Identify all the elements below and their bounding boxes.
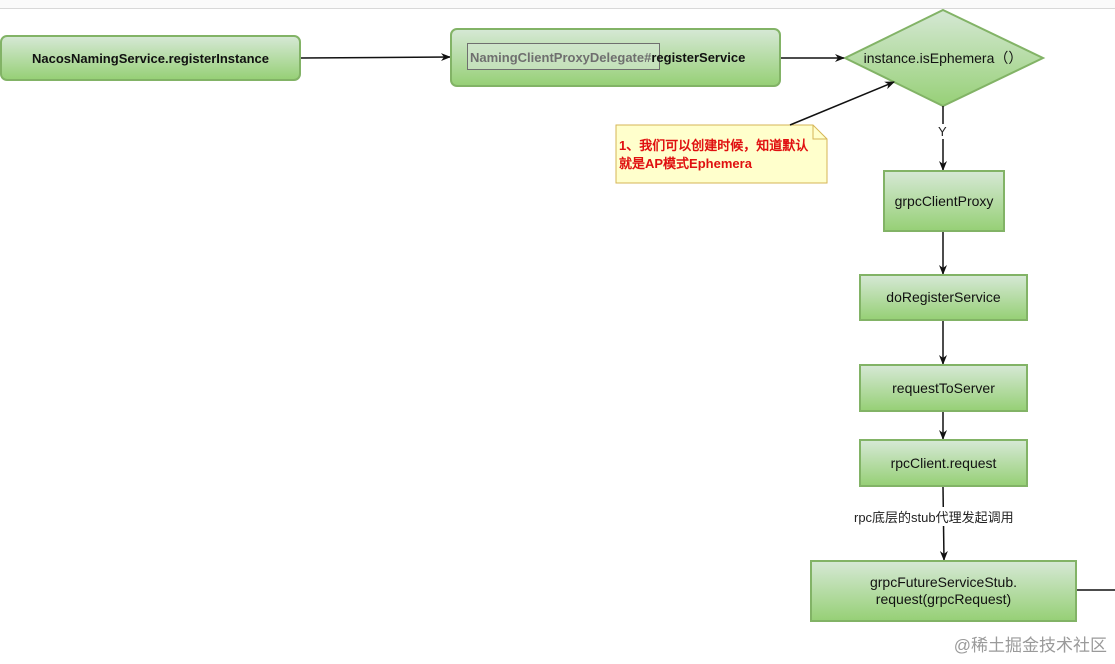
node-do-register-service: doRegisterService: [859, 274, 1028, 321]
note-text: 1、我们可以创建时候，知道默认 就是AP模式Ephemera: [619, 137, 829, 173]
edge-label-rpc-stub-call: rpc底层的stub代理发起调用: [854, 507, 1014, 526]
node-register-instance-label: NacosNamingService.registerInstance: [32, 50, 269, 66]
edge-label-yes: Y: [938, 124, 947, 139]
delegate-class-highlight: [467, 43, 660, 70]
note-shape: [615, 124, 828, 184]
node-request-to-server: requestToServer: [859, 364, 1028, 412]
note-fold: [812, 125, 827, 140]
delegate-class-name: NamingClientProxyDelegate#: [470, 50, 652, 65]
node-delegate-label: NamingClientProxyDelegate#registerServic…: [470, 50, 745, 65]
edge-register-to-delegate: [300, 53, 451, 62]
edge-note-to-decision: [789, 81, 895, 126]
node-rpc-client-request: rpcClient.request: [859, 439, 1028, 487]
node-delegate-register-service: [450, 28, 781, 87]
node-future-service-stub-line2: request(grpcRequest): [875, 591, 1012, 607]
note-line-1: 1、我们可以创建时候，知道默认: [619, 138, 809, 153]
node-rpc-client-request-label: rpcClient.request: [890, 454, 997, 471]
node-do-register-service-label: doRegisterService: [886, 289, 1001, 305]
node-request-to-server-label: requestToServer: [892, 379, 995, 396]
node-future-service-stub-line1: grpcFutureServiceStub.: [869, 574, 1018, 590]
watermark: @稀土掘金技术社区: [953, 636, 1107, 655]
delegate-method-name: registerService: [651, 50, 746, 65]
note-line-2: 就是AP模式Ephemera: [619, 156, 752, 171]
node-grpc-client-proxy-label: grpcClientProxy: [894, 192, 994, 209]
node-register-instance: NacosNamingService.registerInstance: [0, 35, 301, 81]
node-grpc-client-proxy: grpcClientProxy: [883, 170, 1005, 232]
node-future-service-stub: grpcFutureServiceStub. request(grpcReque…: [810, 560, 1077, 622]
top-border: [0, 0, 1115, 9]
decision-label: instance.isEphemera（）: [863, 50, 1023, 66]
